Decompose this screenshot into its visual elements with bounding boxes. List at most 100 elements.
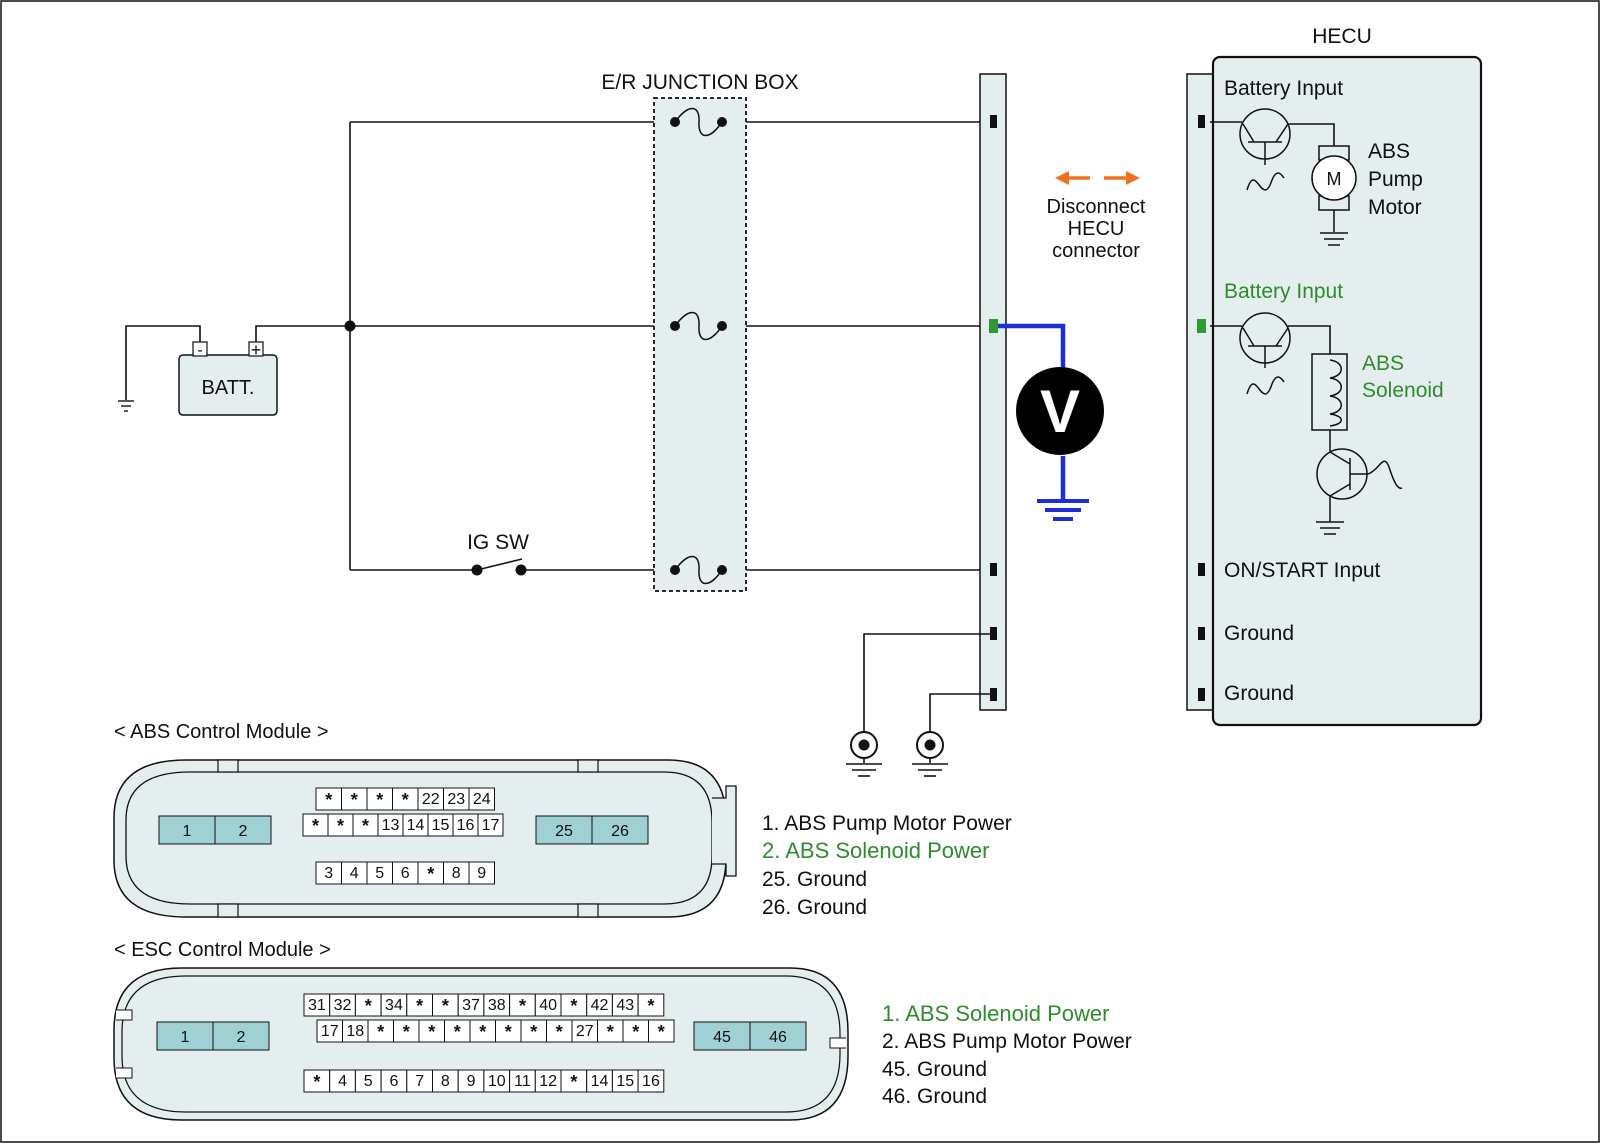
hecu-pin-1 bbox=[1198, 115, 1205, 128]
harness-pin-5 bbox=[990, 688, 997, 701]
hecu-pin-highlight bbox=[1197, 319, 1206, 333]
battery-label: BATT. bbox=[202, 377, 255, 399]
disconnect-line-2: HECU bbox=[1068, 218, 1125, 240]
abs-pin-cell bbox=[477, 813, 504, 837]
voltmeter: V bbox=[998, 323, 1104, 521]
esc-pin-label: 4 bbox=[338, 1073, 347, 1090]
chassis-ground-1-icon bbox=[846, 731, 882, 777]
esc-pin-label: 9 bbox=[467, 1073, 476, 1090]
hecu-battery-input-2: Battery Input bbox=[1224, 280, 1343, 303]
esc-pin-label: * bbox=[658, 1022, 665, 1042]
abs-pin-label: 16 bbox=[457, 817, 475, 834]
esc-legend: 1. ABS Solenoid Power 2. ABS Pump Motor … bbox=[882, 1001, 1132, 1108]
abs-pin-label: 3 bbox=[324, 865, 333, 882]
esc-pin-label: 18 bbox=[346, 1023, 364, 1040]
battery-minus-terminal: - bbox=[197, 342, 202, 359]
harness-connector bbox=[979, 73, 1007, 711]
solenoid-coil-icon bbox=[1311, 353, 1348, 452]
abs-big-pin-25: 25 bbox=[555, 823, 573, 840]
esc-pin-label: * bbox=[607, 1022, 614, 1042]
esc-pin-cell bbox=[637, 1069, 665, 1093]
battery: - + BATT. bbox=[178, 340, 278, 416]
esc-pin-label: 27 bbox=[576, 1023, 594, 1040]
battery-plus-terminal: + bbox=[251, 340, 262, 360]
abs-pin-label: 4 bbox=[350, 865, 359, 882]
solenoid-label-1: ABS bbox=[1362, 352, 1404, 375]
harness-pin-4 bbox=[990, 627, 997, 640]
esc-pin-label: 42 bbox=[591, 997, 609, 1014]
hecu-ground-1: Ground bbox=[1224, 622, 1294, 645]
motor-symbol: M bbox=[1327, 169, 1342, 189]
esc-pin-label: * bbox=[570, 1072, 577, 1092]
esc-legend-4: 46. Ground bbox=[882, 1085, 987, 1108]
esc-pin-label: 31 bbox=[308, 997, 326, 1014]
abs-pin-label: * bbox=[402, 790, 409, 810]
transistor-3-icon bbox=[1316, 448, 1403, 535]
abs-pin-label: * bbox=[427, 864, 434, 884]
esc-pin-label: * bbox=[556, 1022, 563, 1042]
esc-pin-label: * bbox=[530, 1022, 537, 1042]
esc-pin-label: * bbox=[570, 996, 577, 1016]
esc-legend-1: 1. ABS Solenoid Power bbox=[882, 1001, 1109, 1026]
pump-motor-label-2: Pump bbox=[1368, 168, 1423, 191]
abs-pin-label: 6 bbox=[401, 865, 410, 882]
esc-pin-label: 16 bbox=[642, 1073, 660, 1090]
disconnect-line-3: connector bbox=[1052, 240, 1140, 262]
abs-pin-label: 13 bbox=[382, 817, 400, 834]
abs-pin-label: * bbox=[337, 816, 344, 836]
junction-box: E/R JUNCTION BOX bbox=[601, 71, 799, 592]
hecu-on-start-input: ON/START Input bbox=[1224, 559, 1381, 582]
esc-pin-label: * bbox=[454, 1022, 461, 1042]
ignition-switch-label: IG SW bbox=[467, 531, 529, 554]
voltmeter-symbol: V bbox=[1040, 378, 1080, 445]
hecu-pin-3 bbox=[1198, 563, 1205, 576]
hecu-battery-input-1: Battery Input bbox=[1224, 77, 1343, 100]
esc-pin-label: 37 bbox=[462, 997, 480, 1014]
fuse-2 bbox=[670, 311, 727, 341]
esc-pin-label: * bbox=[377, 1022, 384, 1042]
hecu-pin-5 bbox=[1198, 688, 1205, 701]
esc-pin-label: * bbox=[505, 1022, 512, 1042]
esc-pin-cell bbox=[648, 1019, 675, 1043]
esc-pin-label: 8 bbox=[441, 1073, 450, 1090]
abs-pin-label: 17 bbox=[482, 817, 500, 834]
abs-pin-label: 24 bbox=[473, 791, 491, 808]
battery-ground-symbol bbox=[118, 325, 201, 412]
esc-pin-label: 32 bbox=[334, 997, 352, 1014]
abs-pin-label: 5 bbox=[375, 865, 384, 882]
esc-pin-label: 17 bbox=[321, 1023, 339, 1040]
hecu-ground-2: Ground bbox=[1224, 682, 1294, 705]
esc-pin-label: 11 bbox=[514, 1073, 531, 1090]
pump-motor-label-1: ABS bbox=[1368, 140, 1410, 163]
esc-legend-2: 2. ABS Pump Motor Power bbox=[882, 1030, 1132, 1053]
abs-pin-label: 9 bbox=[477, 865, 486, 882]
fuse-3 bbox=[670, 555, 727, 585]
esc-pin-label: 15 bbox=[616, 1073, 634, 1090]
abs-module-title: < ABS Control Module > bbox=[114, 721, 329, 743]
disconnect-instruction: Disconnect HECU connector bbox=[1047, 171, 1146, 262]
left-arrow-icon bbox=[1055, 171, 1090, 185]
abs-legend-3: 25. Ground bbox=[762, 868, 867, 891]
esc-pin-label: * bbox=[416, 996, 423, 1016]
abs-pin-label: * bbox=[376, 790, 383, 810]
esc-pin-label: 5 bbox=[364, 1073, 373, 1090]
abs-legend-4: 26. Ground bbox=[762, 896, 867, 919]
pump-motor-icon: M bbox=[1311, 145, 1357, 246]
esc-module-title: < ESC Control Module > bbox=[114, 939, 331, 961]
esc-pin-label: * bbox=[632, 1022, 639, 1042]
battery-body bbox=[178, 354, 278, 416]
chassis-grounds bbox=[846, 633, 992, 777]
esc-pin-label: * bbox=[428, 1022, 435, 1042]
abs-pin-cell bbox=[468, 861, 495, 885]
esc-pin-label: * bbox=[479, 1022, 486, 1042]
esc-pin-label: 14 bbox=[591, 1073, 609, 1090]
main-wiring bbox=[255, 121, 992, 571]
disconnect-line-1: Disconnect bbox=[1047, 196, 1146, 218]
esc-pin-label: 10 bbox=[488, 1073, 506, 1090]
